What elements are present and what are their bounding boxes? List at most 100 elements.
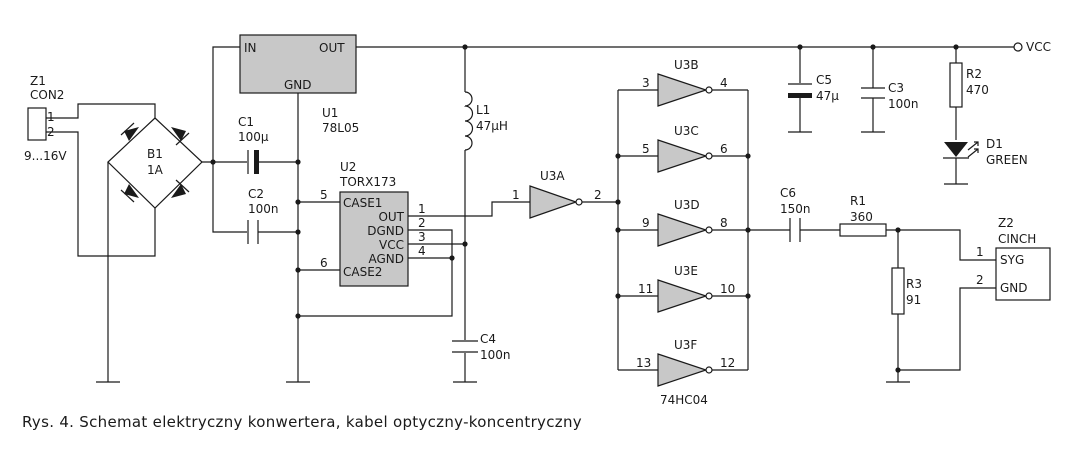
b1-ref: B1 <box>147 147 163 161</box>
resistor-r2: R2 470 <box>949 62 989 108</box>
z1-pin2: 2 <box>47 125 55 139</box>
junction <box>615 227 621 233</box>
junction <box>895 227 901 233</box>
u3e-pin-out: 10 <box>720 282 735 296</box>
c3-ref: C3 <box>888 81 904 95</box>
u3f-type: 74HC04 <box>660 393 708 407</box>
d1-ref: D1 <box>986 137 1003 151</box>
u1-ref: U1 <box>322 106 338 120</box>
c1-ref: C1 <box>238 115 254 129</box>
c2-value: 100n <box>248 202 279 216</box>
u2-pinnum-3: 3 <box>418 230 426 244</box>
u3f-ref: U3F <box>674 338 697 352</box>
inverter-u3a: U3A 1 2 <box>512 169 602 219</box>
junction <box>462 44 468 50</box>
c6-ref: C6 <box>780 186 796 200</box>
l1-value: 47µH <box>476 119 508 133</box>
inverter-u3c: U3C 5 6 <box>642 124 728 173</box>
c2-ref: C2 <box>248 187 264 201</box>
u2-pin-case2: CASE2 <box>343 265 382 279</box>
z2-sig2: GND <box>1000 281 1028 295</box>
capacitor-c2: C2 100n <box>247 187 279 244</box>
capacitor-c3: C3 100n <box>861 81 919 111</box>
c4-value: 100n <box>480 348 511 362</box>
u3d-pin-in: 9 <box>642 216 650 230</box>
figure-caption: Rys. 4. Schemat elektryczny konwertera, … <box>22 413 582 431</box>
u2-type: TORX173 <box>339 175 396 189</box>
u3c-pin-in: 5 <box>642 142 650 156</box>
inverter-u3f: U3F 13 12 74HC04 <box>636 338 735 407</box>
inductor-l1: L1 47µH <box>464 91 508 151</box>
junction <box>295 313 301 319</box>
u2-pinnum-6: 6 <box>320 256 328 270</box>
inverter-u3b: U3B 3 4 <box>642 58 728 107</box>
c1-value: 100µ <box>238 130 269 144</box>
u3b-ref: U3B <box>674 58 699 72</box>
u3b-pin-out: 4 <box>720 76 728 90</box>
diode-symbol <box>120 122 139 141</box>
diode-symbol <box>171 179 190 198</box>
c4-ref: C4 <box>480 332 496 346</box>
vcc-label: VCC <box>1026 40 1051 54</box>
u1-pin-in: IN <box>244 41 257 55</box>
resistor-r1: R1 360 <box>839 194 887 237</box>
z2-ref: Z2 <box>998 216 1014 230</box>
junction <box>615 199 621 205</box>
z1-ref: Z1 <box>30 74 46 88</box>
junction <box>797 44 803 50</box>
regulator-u1: IN OUT GND U1 78L05 <box>239 34 359 135</box>
capacitor-c4: C4 100n <box>452 332 511 362</box>
u3c-ref: U3C <box>674 124 699 138</box>
u3d-pin-out: 8 <box>720 216 728 230</box>
z1-type: CON2 <box>30 88 64 102</box>
r3-ref: R3 <box>906 277 922 291</box>
z1-pin1: 1 <box>47 110 55 124</box>
r3-value: 91 <box>906 293 921 307</box>
z1-voltage: 9...16V <box>24 149 67 163</box>
u1-pin-out: OUT <box>319 41 345 55</box>
inverter-u3d: U3D 9 8 <box>642 198 728 247</box>
r1-value: 360 <box>850 210 873 224</box>
u1-type: 78L05 <box>322 121 359 135</box>
l1-ref: L1 <box>476 103 490 117</box>
r2-ref: R2 <box>966 67 982 81</box>
c6-value: 150n <box>780 202 811 216</box>
u3e-ref: U3E <box>674 264 698 278</box>
junction <box>462 241 468 247</box>
junction <box>449 255 455 261</box>
u2-pinnum-1: 1 <box>418 202 426 216</box>
u2-pin-case1: CASE1 <box>343 196 382 210</box>
junction <box>210 159 216 165</box>
junction <box>745 293 751 299</box>
capacitor-c6: C6 150n <box>780 186 811 242</box>
z2-pin1: 1 <box>976 245 984 259</box>
u2-pin-dgnd: DGND <box>367 224 404 238</box>
junction <box>895 367 901 373</box>
u3a-pin-out: 2 <box>594 188 602 202</box>
u1-pin-gnd: GND <box>284 78 312 92</box>
c5-ref: C5 <box>816 73 832 87</box>
capacitor-c5: C5 47µ <box>788 73 839 103</box>
junction <box>295 267 301 273</box>
led-d1: D1 GREEN <box>943 137 1028 167</box>
vcc-terminal: VCC <box>1013 40 1051 54</box>
u3d-ref: U3D <box>674 198 700 212</box>
junction <box>745 153 751 159</box>
u3c-pin-out: 6 <box>720 142 728 156</box>
u3e-pin-in: 11 <box>638 282 653 296</box>
inverter-u3e: U3E 11 10 <box>638 264 735 313</box>
junction <box>953 44 959 50</box>
u3f-pin-out: 12 <box>720 356 735 370</box>
u2-ref: U2 <box>340 160 356 174</box>
receiver-u2: U2 TORX173 CASE1 OUT DGND VCC AGND CASE2… <box>320 160 426 287</box>
capacitor-c1: C1 100µ <box>238 115 269 174</box>
z2-pin2: 2 <box>976 273 984 287</box>
resistor-r3: R3 91 <box>891 267 922 315</box>
diode-symbol <box>120 184 139 203</box>
u3b-pin-in: 3 <box>642 76 650 90</box>
z2-sig1: SYG <box>1000 253 1024 267</box>
connector-z2: Z2 CINCH SYG GND 1 2 <box>976 216 1051 301</box>
connector-z1: Z1 CON2 1 2 9...16V <box>24 74 67 163</box>
junction <box>295 229 301 235</box>
